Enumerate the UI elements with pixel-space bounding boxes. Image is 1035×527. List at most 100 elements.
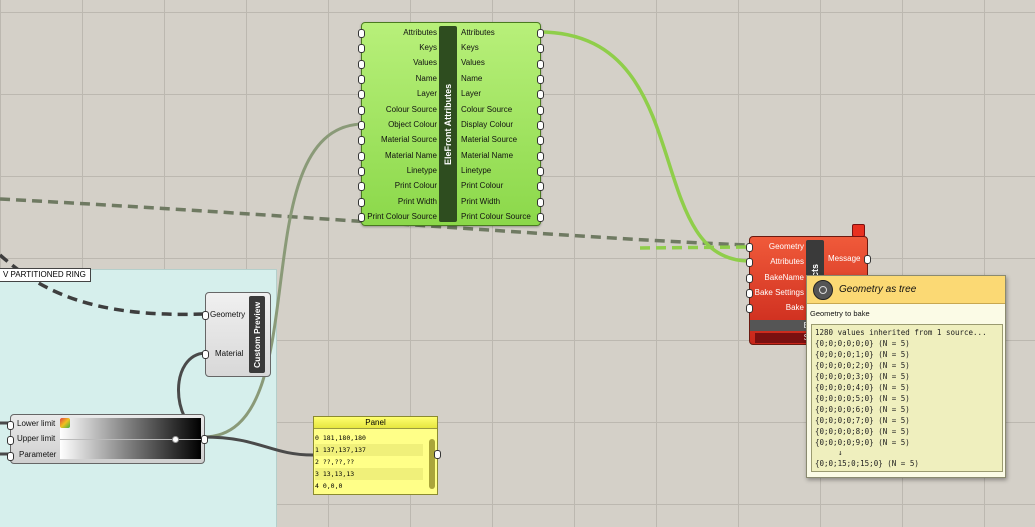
- output-name[interactable]: Name: [461, 74, 483, 83]
- input-grip[interactable]: [358, 182, 365, 191]
- gradient-strip[interactable]: [60, 418, 201, 459]
- input-print-colour[interactable]: Print Colour: [394, 181, 437, 190]
- input-grip[interactable]: [358, 90, 365, 99]
- output-grip[interactable]: [537, 60, 544, 69]
- input-grip[interactable]: [358, 152, 365, 161]
- output-layer[interactable]: Layer: [461, 89, 482, 98]
- panel-row: 4 0,0,0: [315, 480, 423, 492]
- input-material-source[interactable]: Material Source: [380, 135, 437, 144]
- output-print-colour-source[interactable]: Print Colour Source: [461, 212, 531, 221]
- tooltip-line: {0;0;0;0;2;0} (N = 5): [815, 361, 910, 370]
- input-bake-settings[interactable]: Bake Settings: [754, 288, 804, 297]
- tooltip-line: {0;0;0;0;4;0} (N = 5): [815, 383, 910, 392]
- input-material[interactable]: Material: [215, 349, 244, 358]
- input-lower-limit[interactable]: Lower limit: [17, 419, 56, 428]
- custom-preview-component[interactable]: Geometry Material Custom Preview: [202, 292, 271, 377]
- input-grip[interactable]: [358, 29, 365, 38]
- custom-preview-title: Custom Preview: [252, 301, 262, 368]
- output-grip[interactable]: [537, 44, 544, 53]
- output-grip[interactable]: [537, 152, 544, 161]
- tooltip-line: {0;0;0;0;6;0} (N = 5): [815, 405, 910, 414]
- output-attributes[interactable]: Attributes: [461, 28, 495, 37]
- input-bake[interactable]: Bake: [785, 303, 804, 312]
- panel-row-value: 137,137,137: [322, 446, 366, 454]
- input-grip[interactable]: [358, 198, 365, 207]
- output-print-colour[interactable]: Print Colour: [461, 181, 504, 190]
- output-grip[interactable]: [201, 435, 208, 444]
- input-bakename[interactable]: BakeName: [764, 273, 804, 282]
- output-values[interactable]: Values: [461, 58, 485, 67]
- input-object-colour[interactable]: Object Colour: [388, 120, 437, 129]
- output-grip[interactable]: [537, 198, 544, 207]
- gradient-preset-icon[interactable]: [60, 418, 70, 428]
- error-flag-icon[interactable]: [852, 224, 865, 237]
- input-geometry[interactable]: Geometry: [210, 310, 246, 319]
- panel-component[interactable]: Panel 0 181,180,180 1 137,137,137 2 ??,?…: [313, 416, 441, 495]
- output-grip[interactable]: [537, 90, 544, 99]
- input-grip[interactable]: [746, 274, 753, 283]
- wire-green-attributes: [538, 30, 750, 263]
- input-grip[interactable]: [746, 304, 753, 313]
- input-grip[interactable]: [7, 436, 14, 445]
- output-linetype[interactable]: Linetype: [461, 166, 492, 175]
- input-grip[interactable]: [358, 60, 365, 69]
- input-grip[interactable]: [202, 311, 209, 320]
- output-grip[interactable]: [537, 106, 544, 115]
- input-values[interactable]: Values: [413, 58, 437, 67]
- input-material-name[interactable]: Material Name: [384, 151, 437, 160]
- panel-scrollbar[interactable]: [429, 439, 435, 489]
- gradient-track: [60, 439, 201, 440]
- panel-row: 3 13,13,13: [315, 468, 423, 480]
- input-attributes[interactable]: Attributes: [403, 28, 437, 37]
- input-grip[interactable]: [202, 350, 209, 359]
- panel-title: Panel: [314, 417, 437, 429]
- input-parameter[interactable]: Parameter: [19, 450, 57, 459]
- output-colour-source[interactable]: Colour Source: [461, 105, 513, 114]
- input-grip[interactable]: [358, 106, 365, 115]
- input-grip[interactable]: [7, 452, 14, 461]
- gradient-component[interactable]: Lower limit Upper limit Parameter: [7, 414, 208, 464]
- input-print-colour-source[interactable]: Print Colour Source: [367, 212, 437, 221]
- input-grip[interactable]: [358, 75, 365, 84]
- input-colour-source[interactable]: Colour Source: [385, 105, 437, 114]
- input-upper-limit[interactable]: Upper limit: [17, 434, 56, 443]
- output-grip[interactable]: [864, 255, 871, 264]
- input-grip[interactable]: [746, 289, 753, 298]
- input-grip[interactable]: [746, 258, 753, 267]
- output-display-colour[interactable]: Display Colour: [461, 120, 514, 129]
- tooltip-line: {0;0;0;0;1;0} (N = 5): [815, 350, 910, 359]
- panel-row-value: 13,13,13: [322, 470, 355, 478]
- input-geometry[interactable]: Geometry: [768, 242, 804, 251]
- input-layer[interactable]: Layer: [416, 89, 437, 98]
- output-material-source[interactable]: Material Source: [461, 135, 518, 144]
- input-print-width[interactable]: Print Width: [397, 197, 437, 206]
- output-grip[interactable]: [537, 167, 544, 176]
- tooltip-header-line: 1280 values inherited from 1 source...: [815, 328, 987, 337]
- output-grip[interactable]: [537, 121, 544, 130]
- elefront-attributes-component[interactable]: EleFront Attributes Attributes Keys Valu…: [358, 22, 544, 226]
- output-grip[interactable]: [537, 136, 544, 145]
- input-grip[interactable]: [358, 44, 365, 53]
- gradient-handle[interactable]: [172, 436, 179, 443]
- input-grip[interactable]: [358, 167, 365, 176]
- input-grip[interactable]: [7, 421, 14, 430]
- output-grip[interactable]: [537, 29, 544, 38]
- input-grip[interactable]: [358, 213, 365, 222]
- output-grip[interactable]: [434, 450, 441, 459]
- output-keys[interactable]: Keys: [461, 43, 479, 52]
- tooltip-line: {0;0;0;0;3;0} (N = 5): [815, 372, 910, 381]
- input-keys[interactable]: Keys: [419, 43, 437, 52]
- output-grip[interactable]: [537, 182, 544, 191]
- input-grip[interactable]: [358, 136, 365, 145]
- output-print-width[interactable]: Print Width: [461, 197, 501, 206]
- input-attributes[interactable]: Attributes: [770, 257, 804, 266]
- output-message[interactable]: Message: [828, 254, 861, 263]
- input-grip[interactable]: [746, 243, 753, 252]
- output-material-name[interactable]: Material Name: [461, 151, 514, 160]
- panel-row: 1 137,137,137: [315, 444, 423, 456]
- input-grip[interactable]: [358, 121, 365, 130]
- input-name[interactable]: Name: [415, 74, 437, 83]
- input-linetype[interactable]: Linetype: [406, 166, 437, 175]
- output-grip[interactable]: [537, 213, 544, 222]
- output-grip[interactable]: [537, 75, 544, 84]
